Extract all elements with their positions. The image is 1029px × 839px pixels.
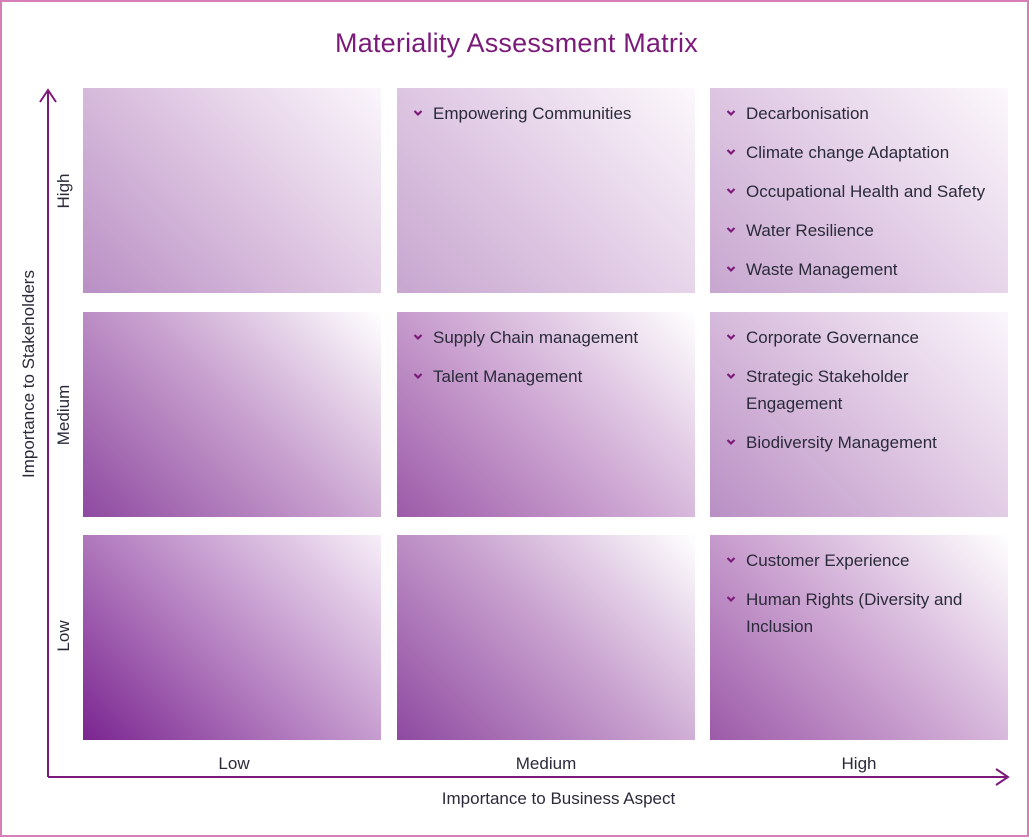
chevron-down-icon — [413, 334, 423, 341]
list-item: Water Resilience — [724, 217, 996, 244]
list-item-label: Talent Management — [433, 367, 583, 386]
cell-low-low — [83, 535, 381, 740]
list-item: Climate change Adaptation — [724, 139, 996, 166]
chevron-down-icon — [726, 149, 736, 156]
x-axis-label: Importance to Business Aspect — [441, 789, 676, 808]
cell-low-medium — [397, 535, 695, 740]
list-item-label: Supply Chain management — [433, 328, 639, 347]
chevron-down-icon — [726, 266, 736, 273]
cell-medium-low — [83, 312, 381, 517]
list-item-label: Waste Management — [746, 260, 898, 279]
column-label-medium: Medium — [515, 754, 577, 773]
list-item-label: Empowering Communities — [433, 104, 632, 123]
list-item: Supply Chain management — [411, 324, 683, 351]
y-axis-arrow-icon — [39, 88, 57, 103]
cell-list: Empowering Communities — [411, 100, 683, 127]
chevron-down-icon — [726, 439, 736, 446]
list-item: Corporate Governance — [724, 324, 996, 351]
column-label-low: Low — [218, 754, 250, 773]
list-item: Strategic Stakeholder Engagement — [724, 363, 996, 417]
x-axis-arrow-icon — [995, 768, 1010, 786]
cell-high-medium: Empowering Communities — [397, 88, 695, 293]
chevron-down-icon — [726, 334, 736, 341]
list-item: Occupational Health and Safety — [724, 178, 996, 205]
list-item: Human Rights (Diversity and Inclusion — [724, 586, 996, 640]
list-item-label: Decarbonisation — [746, 104, 869, 123]
page-title: Materiality Assessment Matrix — [335, 28, 698, 58]
list-item-label: Strategic Stakeholder Engagement — [746, 367, 909, 413]
list-item-label: Corporate Governance — [746, 328, 919, 347]
list-item: Empowering Communities — [411, 100, 683, 127]
chevron-down-icon — [413, 373, 423, 380]
cell-high-low — [83, 88, 381, 293]
chevron-down-icon — [726, 188, 736, 195]
list-item: Waste Management — [724, 256, 996, 283]
list-item: Talent Management — [411, 363, 683, 390]
chevron-down-icon — [726, 110, 736, 117]
chevron-down-icon — [726, 373, 736, 380]
list-item-label: Water Resilience — [746, 221, 874, 240]
list-item-label: Human Rights (Diversity and Inclusion — [746, 590, 963, 636]
list-item: Biodiversity Management — [724, 429, 996, 456]
chevron-down-icon — [726, 557, 736, 564]
chevron-down-icon — [726, 596, 736, 603]
chevron-down-icon — [413, 110, 423, 117]
list-item-label: Customer Experience — [746, 551, 910, 570]
chevron-down-icon — [726, 227, 736, 234]
list-item: Customer Experience — [724, 547, 996, 574]
list-item: Decarbonisation — [724, 100, 996, 127]
list-item-label: Occupational Health and Safety — [746, 182, 986, 201]
column-label-high: High — [841, 754, 877, 773]
list-item-label: Climate change Adaptation — [746, 143, 950, 162]
list-item-label: Biodiversity Management — [746, 433, 937, 452]
